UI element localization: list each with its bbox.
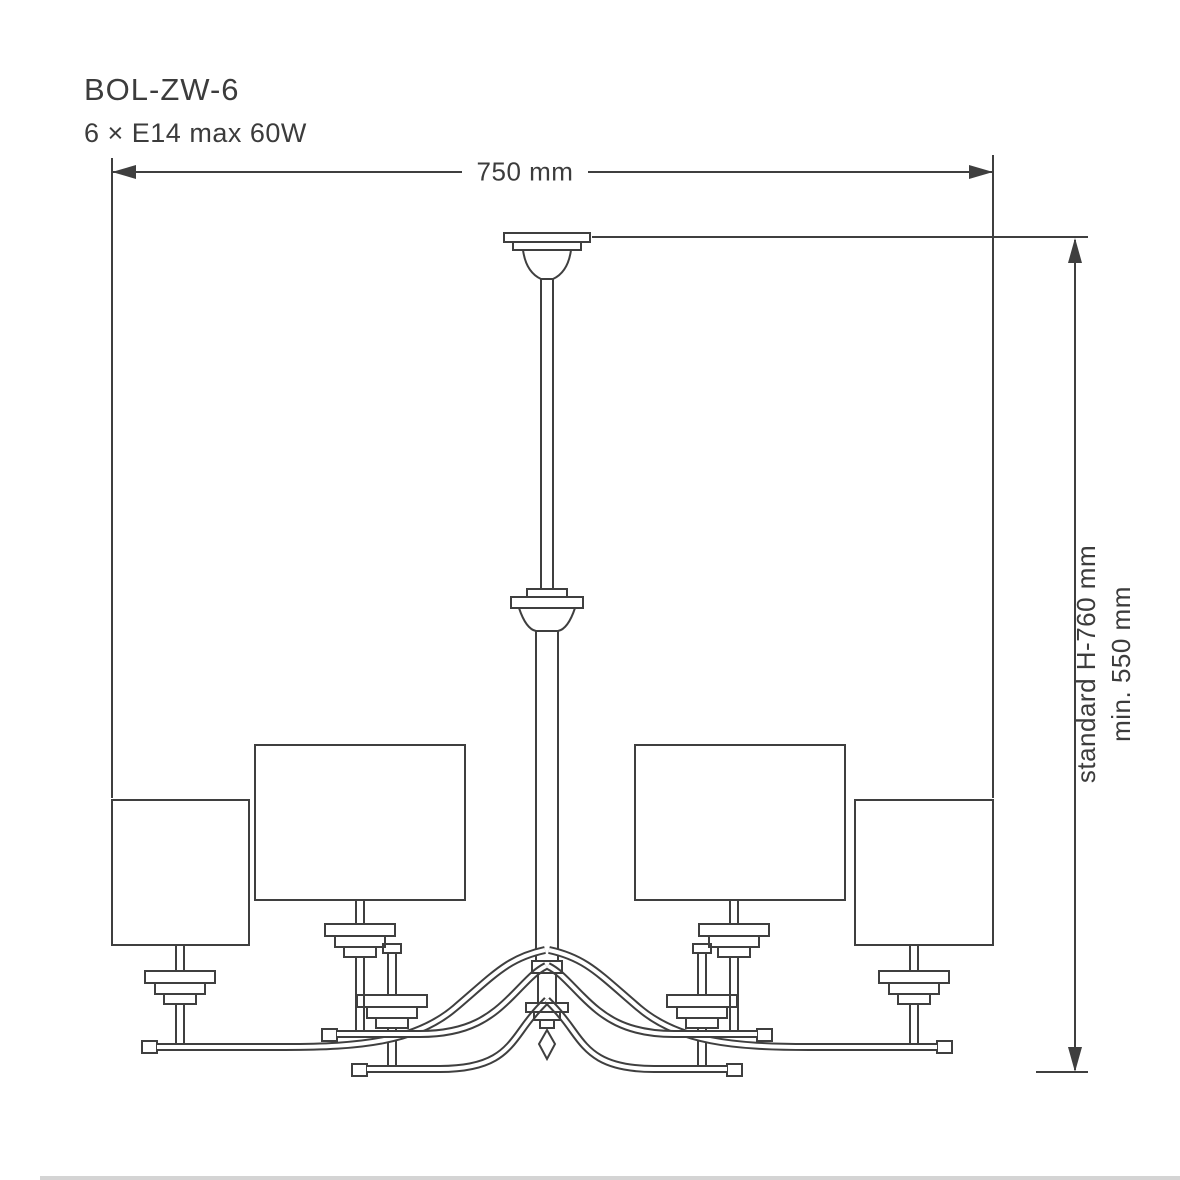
arrowhead-right-icon xyxy=(969,165,993,179)
center-column xyxy=(535,630,559,962)
candle-outer-left xyxy=(141,944,216,1054)
candle-front-left xyxy=(351,943,428,1077)
lamp-spec: 6 × E14 max 60W xyxy=(84,118,307,148)
arrowhead-down-icon xyxy=(1068,1047,1082,1072)
width-dimension-label: 750 mm xyxy=(470,156,580,188)
height-dimension-label-line2: min. 550 mm xyxy=(1106,586,1136,742)
height-dimension-label-line1: standard H-760 mm xyxy=(1070,544,1101,784)
lamp-shades xyxy=(111,744,994,946)
bottom-edge-artifact xyxy=(40,1176,1180,1180)
height-dimension-label: standard H-760 mm min. 550 mm xyxy=(1069,545,1139,783)
candle-center-left xyxy=(321,899,396,1042)
width-dimension-line xyxy=(111,155,994,798)
bottom-hub-finial xyxy=(525,960,569,1062)
shade-center-right xyxy=(634,744,846,901)
candle-outer-right xyxy=(878,944,953,1054)
ceiling-canopy xyxy=(503,232,591,280)
shade-center-left xyxy=(254,744,466,901)
shade-outer-right xyxy=(854,799,994,946)
center-knob xyxy=(510,588,584,632)
candle-center-right xyxy=(698,899,773,1042)
arrowhead-up-icon xyxy=(1068,238,1082,263)
height-dimension-line xyxy=(592,236,1088,1073)
suspension-rod xyxy=(540,278,554,590)
chandelier-arms xyxy=(157,946,937,1073)
shade-outer-left xyxy=(111,799,250,946)
product-code: BOL-ZW-6 xyxy=(84,72,240,107)
arrowhead-left-icon xyxy=(112,165,136,179)
